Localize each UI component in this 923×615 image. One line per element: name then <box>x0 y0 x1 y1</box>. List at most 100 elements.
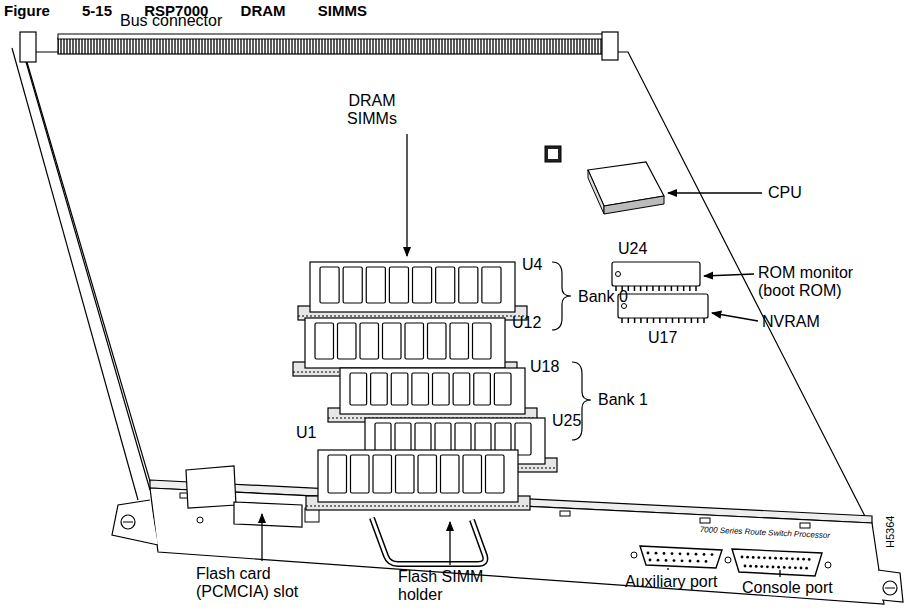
memory-chip <box>463 455 482 493</box>
memory-chip <box>433 373 450 405</box>
port-pin <box>703 553 706 556</box>
port-pin <box>766 565 769 568</box>
part-name: Auxiliary port <box>625 573 717 591</box>
console-port <box>732 549 822 576</box>
captive-screw <box>121 515 135 529</box>
port-pin <box>769 557 772 560</box>
memory-chip <box>418 455 437 493</box>
memory-chip <box>441 455 460 493</box>
port-pin <box>755 565 758 568</box>
led <box>197 517 203 523</box>
simm-module <box>318 450 518 502</box>
memory-chip <box>350 373 367 405</box>
port-pin <box>746 556 749 559</box>
chip-pin <box>691 318 693 323</box>
faceplate <box>150 488 884 604</box>
memory-chip <box>315 323 334 359</box>
port-pin <box>788 566 791 569</box>
port-pin <box>687 553 690 556</box>
faceplate-tab <box>700 518 710 523</box>
faceplate-ear <box>878 570 903 602</box>
pcmcia-housing <box>186 466 236 508</box>
leader-arrow <box>406 134 407 256</box>
simm-module <box>340 368 525 414</box>
faceplate-ear <box>112 500 158 545</box>
chip-pin <box>621 318 623 323</box>
port-pin <box>800 567 803 570</box>
port-pin <box>783 566 786 569</box>
memory-chip <box>371 373 388 405</box>
part-name: CPU <box>768 184 802 202</box>
leader-arrow <box>712 313 758 321</box>
port-pin <box>647 552 650 555</box>
port-pin <box>780 557 783 560</box>
port-pin <box>649 559 652 562</box>
callout-number: U1 <box>296 424 316 442</box>
port-pin <box>794 566 797 569</box>
callout-number: U17 <box>648 329 677 347</box>
port-pin <box>741 556 744 559</box>
chip-pin <box>653 318 655 323</box>
eprom-chip <box>616 272 621 277</box>
bank-brace <box>552 262 571 330</box>
chip-pin <box>634 318 636 323</box>
chip-pin <box>634 286 636 291</box>
simm-handle <box>372 518 485 564</box>
bank-label: Bank 1 <box>598 391 648 409</box>
memory-chip <box>436 267 455 303</box>
memory-chip <box>453 373 470 405</box>
chip-pin <box>658 286 660 291</box>
chip-pin <box>659 318 661 323</box>
port-pin <box>808 558 811 561</box>
board <box>24 52 872 530</box>
port-pin <box>689 560 692 563</box>
chip-pin <box>683 286 685 291</box>
port-pin <box>697 560 700 563</box>
part-name: NVRAM <box>762 313 820 331</box>
connector-post <box>20 32 36 62</box>
port-screw <box>725 557 731 563</box>
chip-pin <box>703 318 705 323</box>
memory-chip <box>412 373 429 405</box>
simm-module <box>310 262 515 312</box>
chip-pin <box>652 286 654 291</box>
chip-pin <box>695 286 697 291</box>
port-pin <box>760 565 763 568</box>
port-pin <box>657 559 660 562</box>
chip-pin <box>664 286 666 291</box>
leader-arrow <box>261 514 262 561</box>
part-name: Flash card (PCMCIA) slot <box>196 565 316 601</box>
board-rail <box>12 48 138 500</box>
port-pin <box>772 566 775 569</box>
part-name: Bus connector <box>120 12 222 30</box>
chip-pin <box>640 318 642 323</box>
chip-pin <box>646 318 648 323</box>
memory-chip <box>473 323 492 359</box>
memory-chip <box>391 373 408 405</box>
part-name: Flash SIMM holder <box>398 568 498 604</box>
eprom-chip <box>612 262 700 286</box>
simm-socket <box>298 316 527 317</box>
bus-connector <box>58 38 608 54</box>
chip-pin <box>689 286 691 291</box>
memory-chip <box>328 455 347 493</box>
leader-arrow <box>779 570 780 577</box>
port-pin <box>671 552 674 555</box>
memory-chip <box>351 455 370 493</box>
port-pin <box>663 552 666 555</box>
chip-pin <box>640 286 642 291</box>
port-pin <box>757 556 760 559</box>
simm-socket <box>306 506 530 507</box>
port-pin <box>695 553 698 556</box>
chip-pin <box>677 286 679 291</box>
port-pin <box>705 560 708 563</box>
chip-pin <box>646 286 648 291</box>
faceplate-tab <box>800 523 810 528</box>
captive-screw <box>883 581 897 595</box>
memory-chip <box>482 267 501 303</box>
faceplate-tab <box>560 511 570 516</box>
connector-post <box>602 32 618 60</box>
eprom-chip <box>618 294 708 318</box>
memory-chip <box>405 323 424 359</box>
bus-connector <box>58 34 608 39</box>
